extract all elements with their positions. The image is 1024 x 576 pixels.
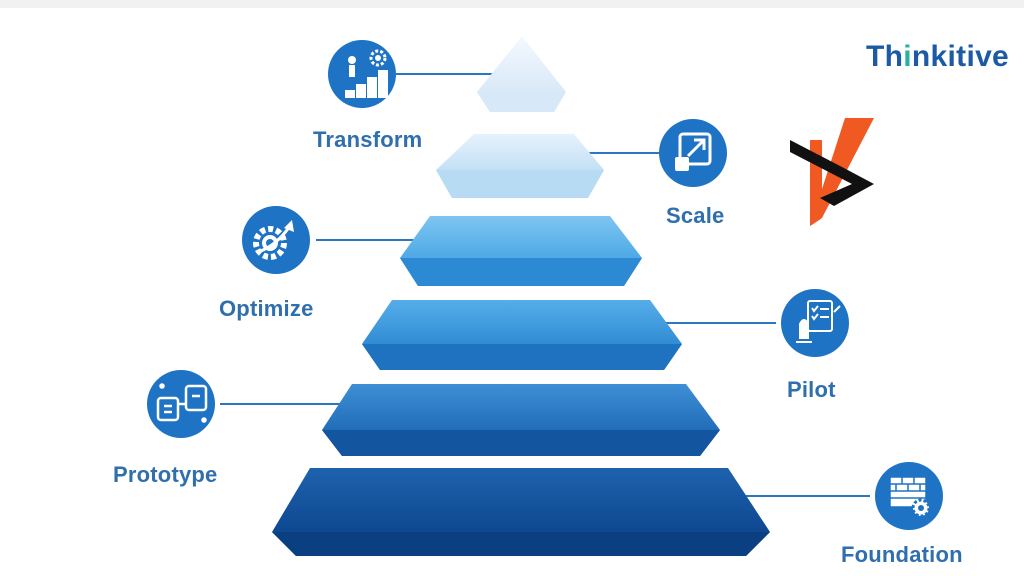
stairs-gear-icon [345,49,388,98]
connector-lines [220,73,870,497]
tier-scale [436,134,604,198]
brand-name: Thinkitive [866,40,1009,74]
stage-icon-prototype [147,370,215,438]
pyramid [272,36,770,556]
tier-optimize [400,216,642,286]
brand-name-suffix: nkitive [911,40,1010,73]
connected-devices-icon [156,383,208,423]
expand-arrow-icon [678,132,712,166]
logo-mark [790,118,874,226]
stage-label-foundation: Foundation [841,542,963,567]
tier-transform [477,36,566,112]
stage-icon-foundation [875,462,943,530]
stage-label-scale: Scale [666,203,725,228]
stage-label-optimize: Optimize [219,296,314,321]
tier-pilot [362,300,682,370]
stage-label-transform: Transform [313,127,423,152]
top-bar [0,0,1024,8]
gear-arrow-icon [253,220,294,260]
brick-wall-gear-icon [889,476,931,518]
tier-foundation [272,468,770,556]
stage-icon-transform [328,40,396,108]
stage-icon-pilot [781,289,849,357]
tier-prototype [322,384,720,456]
brand-name-prefix: Th [866,40,904,73]
checklist-rocket-icon [796,300,841,343]
stage-label-prototype: Prototype [113,462,218,487]
stage-icon-scale [659,119,727,187]
brand-name-accent: i [903,40,912,73]
stage-icon-optimize [242,206,310,274]
stage-label-pilot: Pilot [787,377,836,402]
